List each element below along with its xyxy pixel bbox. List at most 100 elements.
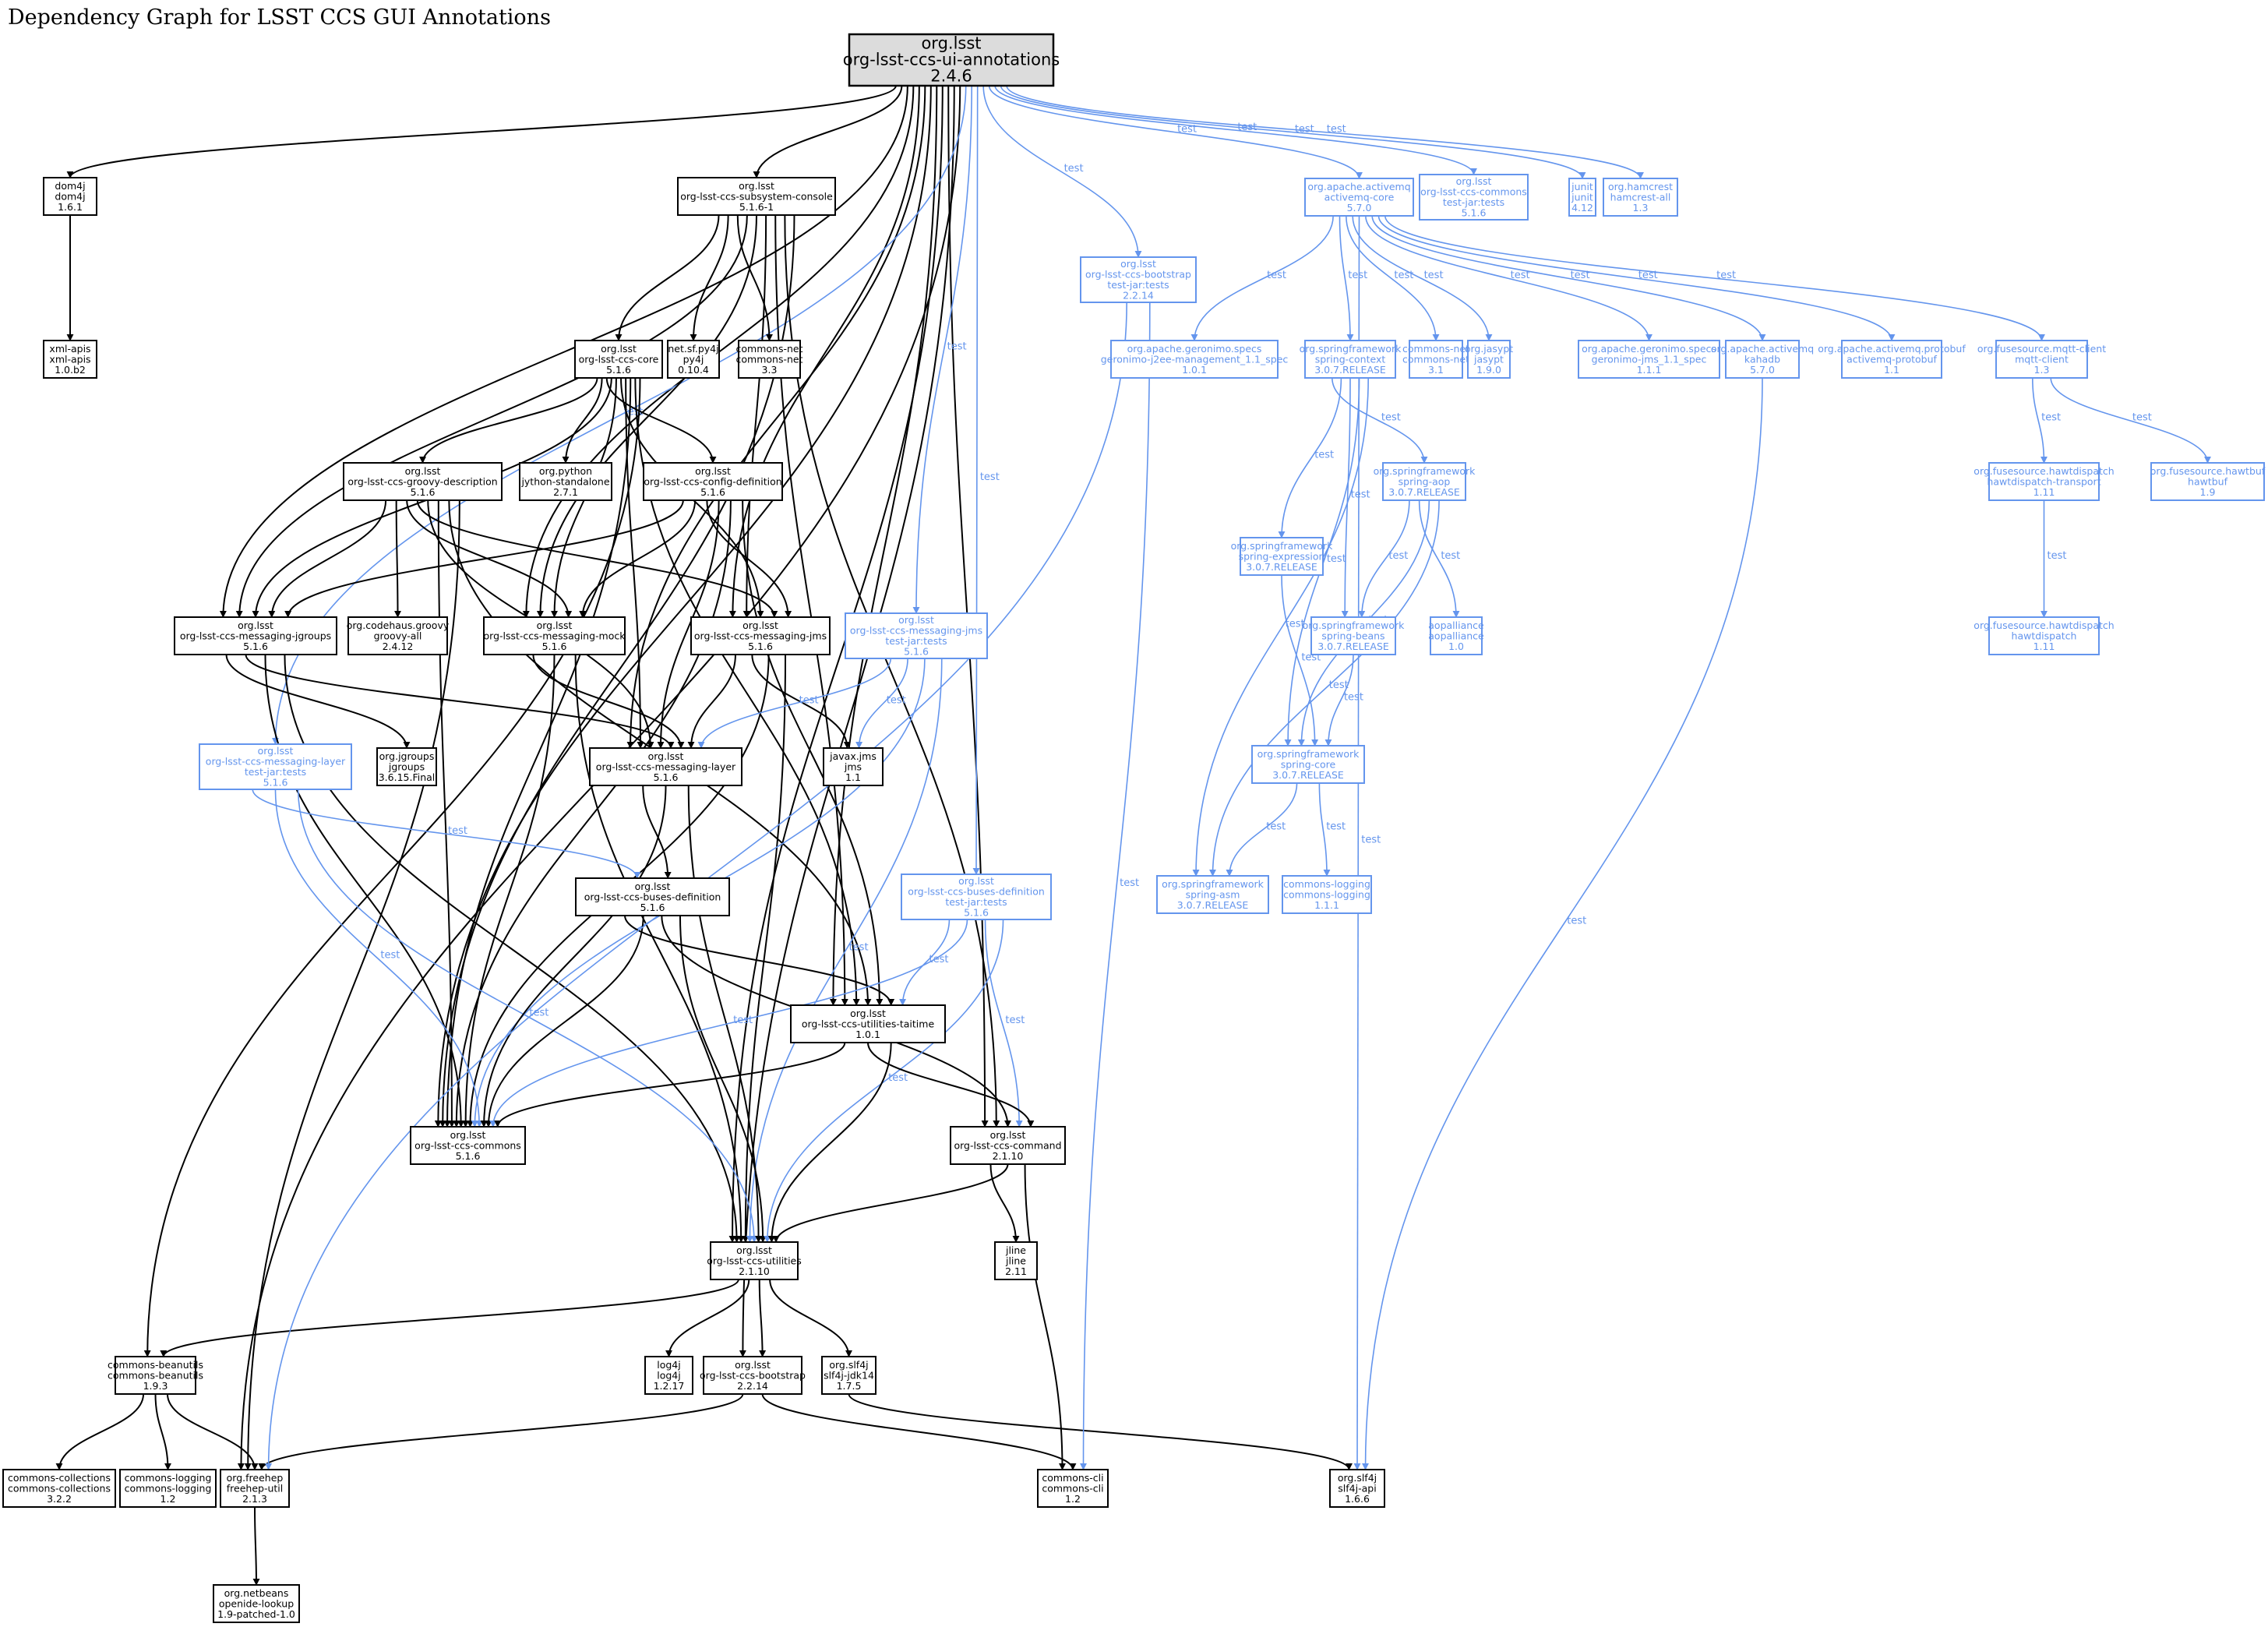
node-label-line: 1.0.1: [855, 1029, 880, 1040]
node-springbeans[interactable]: org.springframeworkspring-beans3.0.7.REL…: [1303, 616, 1405, 655]
node-box: [2, 1469, 116, 1508]
node-label-line: geronimo-j2ee-management_1.1_spec: [1101, 353, 1289, 365]
node-box: [1304, 340, 1396, 379]
node-springctx[interactable]: org.springframeworkspring-context3.0.7.R…: [1300, 340, 1402, 379]
node-label-line: 2.1.3: [242, 1493, 267, 1505]
node-box: [220, 1469, 290, 1508]
node-label-line: xml-apis: [49, 353, 90, 365]
node-label-line: org.springframework: [1257, 748, 1360, 760]
node-label-line: net.sf.py4j: [668, 343, 718, 355]
node-hawtdispatch[interactable]: org.fusesource.hawtdispatchhawtdispatch1…: [1973, 616, 2115, 655]
node-box: [845, 612, 988, 659]
node-protobuf[interactable]: org.apache.activemq.protobufactivemq-pro…: [1818, 340, 1966, 379]
node-box: [199, 743, 352, 790]
edge-jmsmsg-to-layer: [687, 654, 736, 749]
node-box: [677, 177, 836, 216]
node-label-line: hamcrest-all: [1610, 191, 1671, 203]
node-commonstests[interactable]: org.lsstorg-lsst-ccs-commonstest-jar:tes…: [1419, 174, 1529, 221]
node-label-line: org.python: [539, 465, 592, 477]
node-hdtransport[interactable]: org.fusesource.hawtdispatchhawtdispatch-…: [1973, 462, 2115, 501]
node-box: [690, 616, 831, 655]
node-label-line: groovy-all: [374, 630, 422, 641]
node-buses[interactable]: org.lsstorg-lsst-ccs-buses-definition5.1…: [575, 877, 730, 916]
edge-amqcore-to-mqtt: [1384, 215, 2045, 341]
node-springexpr[interactable]: org.springframeworkspring-expression3.0.…: [1231, 537, 1333, 576]
node-label-line: 3.0.7.RELEASE: [1317, 641, 1389, 652]
node-layertests[interactable]: org.lsstorg-lsst-ccs-messaging-layertest…: [199, 743, 352, 790]
node-jgroupsmsg[interactable]: org.lsstorg-lsst-ccs-messaging-jgroups5.…: [174, 616, 337, 655]
node-springaop[interactable]: org.springframeworkspring-aop3.0.7.RELEA…: [1374, 462, 1476, 501]
node-box: [1080, 256, 1197, 303]
node-busestests[interactable]: org.lsstorg-lsst-ccs-buses-definitiontes…: [901, 873, 1052, 920]
node-gjms[interactable]: org.apache.geronimo.specsgeronimo-jms_1.…: [1578, 340, 1720, 379]
node-label-line: test-jar:tests: [885, 635, 947, 647]
edge-slf4jjdk-to-slf4japi: [848, 1393, 1353, 1470]
node-jmstests[interactable]: org.lsstorg-lsst-ccs-messaging-jmstest-j…: [845, 612, 988, 659]
node-label-line: py4j: [683, 353, 704, 365]
node-label-line: org.apache.activemq: [1711, 343, 1814, 355]
node-console[interactable]: org.lsstorg-lsst-ccs-subsystem-console5.…: [677, 177, 836, 216]
node-layer[interactable]: org.lsstorg-lsst-ccs-messaging-layer5.1.…: [589, 747, 742, 786]
node-springcore[interactable]: org.springframeworkspring-core3.0.7.RELE…: [1251, 745, 1365, 784]
node-label-line: commons-net: [1402, 343, 1469, 355]
node-collections[interactable]: commons-collectionscommons-collections3.…: [2, 1469, 116, 1508]
node-label-line: org.lsst: [921, 34, 981, 53]
edge-root-to-commons: [434, 85, 932, 1128]
node-taitime[interactable]: org.lsstorg-lsst-ccs-utilities-taitime1.…: [790, 1004, 946, 1043]
node-label-line: org-lsst-ccs-messaging-jgroups: [180, 630, 331, 641]
node-configdef[interactable]: org.lsstorg-lsst-ccs-config-definition5.…: [643, 462, 783, 501]
node-j2ee[interactable]: org.apache.geronimo.specsgeronimo-j2ee-m…: [1101, 340, 1289, 379]
edge-label-test: test: [980, 471, 1000, 483]
node-label-line: jms: [844, 761, 862, 772]
node-box: [1988, 616, 2100, 655]
node-openide[interactable]: org.netbeansopenide-lookup1.9-patched-1.…: [213, 1584, 300, 1623]
node-label-line: 3.0.7.RELEASE: [1314, 364, 1386, 376]
node-label-line: hawtbuf: [2188, 475, 2228, 487]
edge-label-test: test: [1424, 270, 1444, 281]
edge-core-to-jython: [562, 377, 603, 464]
node-springasm[interactable]: org.springframeworkspring-asm3.0.7.RELEA…: [1156, 875, 1269, 914]
edge-utilities-to-bootstrap: [758, 1279, 767, 1357]
node-label-line: 1.1.1: [1314, 899, 1339, 911]
edge-label-test: test: [849, 942, 869, 954]
node-bootstraptests[interactable]: org.lsstorg-lsst-ccs-bootstraptest-jar:t…: [1080, 256, 1197, 303]
edge-label-test: test: [1326, 821, 1346, 833]
node-groovydesc[interactable]: org.lsstorg-lsst-ccs-groovy-description5…: [343, 462, 503, 501]
node-label-line: org.hamcrest: [1608, 181, 1673, 192]
node-label-line: 3.0.7.RELEASE: [1272, 769, 1344, 781]
